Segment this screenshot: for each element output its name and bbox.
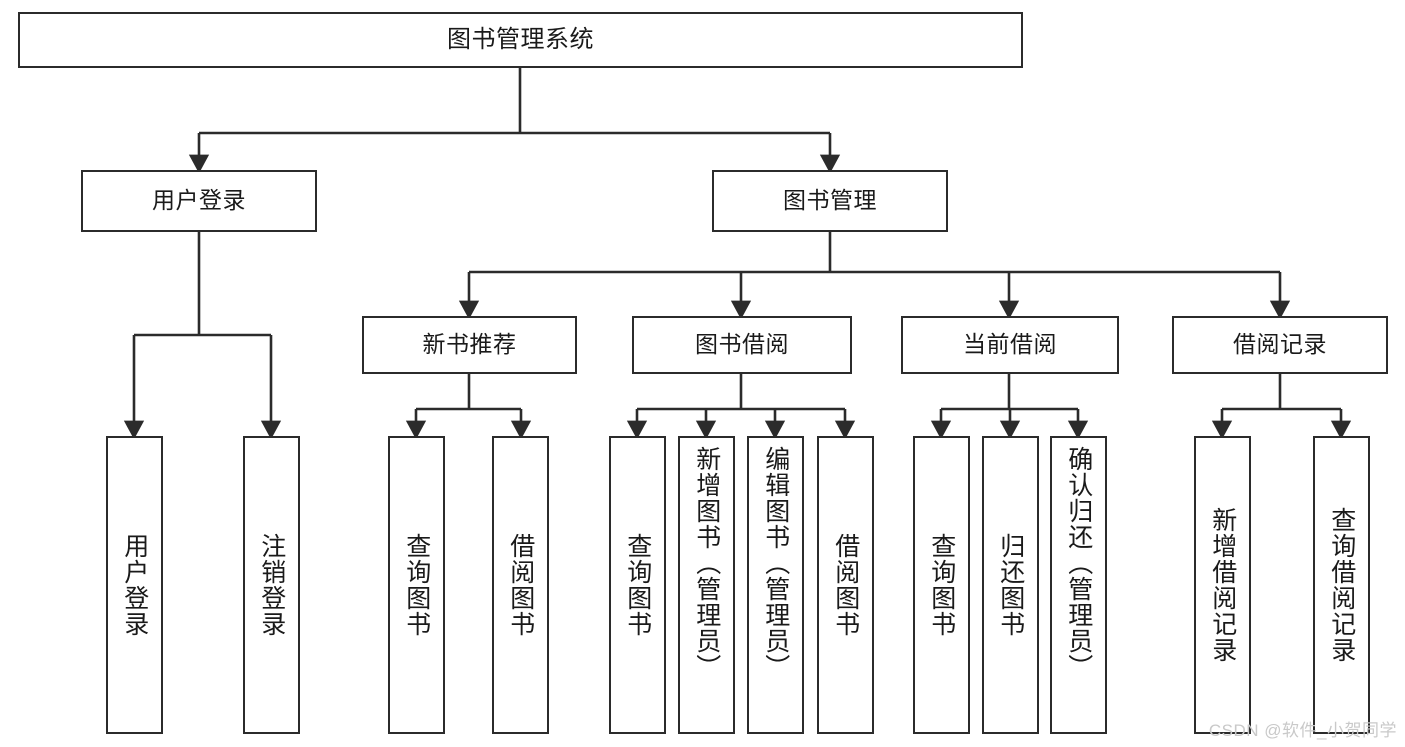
node-label: 查询借阅记录 [1327, 507, 1356, 663]
node-label: 查询图书 [927, 533, 956, 637]
node-label: 新增借阅记录 [1208, 507, 1237, 663]
node-label: 确认归还（管理员） [1064, 446, 1093, 680]
node-label: 查询图书 [623, 533, 652, 637]
node-current-borrow[interactable]: 当前借阅 [901, 316, 1119, 374]
node-label: 用户登录 [152, 187, 246, 214]
node-label: 查询图书 [402, 533, 431, 637]
leaf-user-login-signout[interactable]: 注销登录 [243, 436, 300, 734]
node-label: 注销登录 [257, 533, 286, 637]
node-book-management[interactable]: 图书管理 [712, 170, 948, 232]
node-label: 新书推荐 [422, 331, 517, 358]
node-label: 图书借阅 [695, 331, 789, 358]
leaf-borrow-record-query[interactable]: 查询借阅记录 [1313, 436, 1370, 734]
node-label: 编辑图书（管理员） [761, 446, 790, 680]
leaf-borrow-record-add[interactable]: 新增借阅记录 [1194, 436, 1251, 734]
node-label: 新增图书（管理员） [692, 446, 721, 680]
leaf-new-book-query[interactable]: 查询图书 [388, 436, 445, 734]
leaf-current-borrow-return[interactable]: 归还图书 [982, 436, 1039, 734]
node-label: 借阅记录 [1233, 331, 1327, 358]
leaf-new-book-borrow[interactable]: 借阅图书 [492, 436, 549, 734]
leaf-book-borrow-query[interactable]: 查询图书 [609, 436, 666, 734]
node-user-login[interactable]: 用户登录 [81, 170, 317, 232]
node-label: 借阅图书 [506, 533, 535, 637]
node-label: 借阅图书 [831, 533, 860, 637]
leaf-book-borrow-lend[interactable]: 借阅图书 [817, 436, 874, 734]
node-label: 用户登录 [120, 533, 149, 637]
leaf-user-login-signin[interactable]: 用户登录 [106, 436, 163, 734]
node-root-system[interactable]: 图书管理系统 [18, 12, 1023, 68]
node-book-borrow[interactable]: 图书借阅 [632, 316, 852, 374]
leaf-current-borrow-confirm-return[interactable]: 确认归还（管理员） [1050, 436, 1107, 734]
leaf-book-borrow-edit[interactable]: 编辑图书（管理员） [747, 436, 804, 734]
leaf-current-borrow-query[interactable]: 查询图书 [913, 436, 970, 734]
node-label: 图书管理 [783, 187, 877, 214]
leaf-book-borrow-add[interactable]: 新增图书（管理员） [678, 436, 735, 734]
node-label: 归还图书 [996, 533, 1025, 637]
csdn-watermark: CSDN @软件_小贺同学 [1208, 721, 1397, 740]
node-borrow-record[interactable]: 借阅记录 [1172, 316, 1388, 374]
node-new-book-recommend[interactable]: 新书推荐 [362, 316, 577, 374]
node-label: 图书管理系统 [447, 25, 594, 53]
node-label: 当前借阅 [963, 331, 1057, 358]
